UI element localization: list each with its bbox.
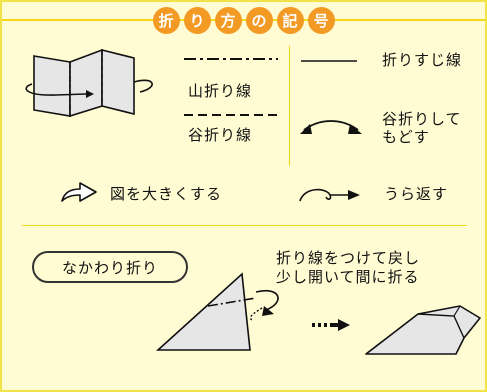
crease-line-icon <box>301 60 357 62</box>
crease-line-label: 折りすじ線 <box>382 51 463 69</box>
inside-reverse-fold-badge: なかわり折り <box>32 251 188 283</box>
inside-reverse-caption-2: 少し開いて間に折る <box>276 268 420 286</box>
valley-fold-label: 谷折り線 <box>188 126 253 144</box>
mountain-fold-label: 山折り線 <box>188 82 253 100</box>
turn-over-label: うら返す <box>384 185 449 203</box>
valley-fold-line-icon <box>184 114 278 116</box>
title-char-4: の <box>245 6 273 34</box>
fold-unfold-label-2: もどす <box>382 128 430 146</box>
inside-reverse-step1-diagram <box>155 272 279 351</box>
title-char-3: 方 <box>214 6 242 34</box>
section-divider <box>22 225 467 226</box>
title-char-5: 記 <box>276 6 304 34</box>
next-step-arrow-icon <box>312 319 350 331</box>
title-char-1: 折 <box>152 6 180 34</box>
legend-divider <box>289 46 290 166</box>
folded-paper-illustration <box>25 48 153 118</box>
fold-unfold-label-1: 谷折りして <box>382 110 462 128</box>
title-char-6: 号 <box>307 6 335 34</box>
page-title: 折 り 方 の 記 号 <box>2 2 485 38</box>
turn-over-icon <box>299 188 360 202</box>
mountain-fold-line-icon <box>184 58 278 60</box>
inside-reverse-step2-diagram <box>365 305 481 355</box>
enlarge-arrow-icon <box>61 182 97 202</box>
title-rule <box>2 19 485 21</box>
fold-unfold-arrow-icon <box>300 120 362 134</box>
title-char-2: り <box>183 6 211 34</box>
enlarge-label: 図を大きくする <box>110 185 223 203</box>
inside-reverse-caption-1: 折り線をつけて戻し <box>276 249 421 267</box>
